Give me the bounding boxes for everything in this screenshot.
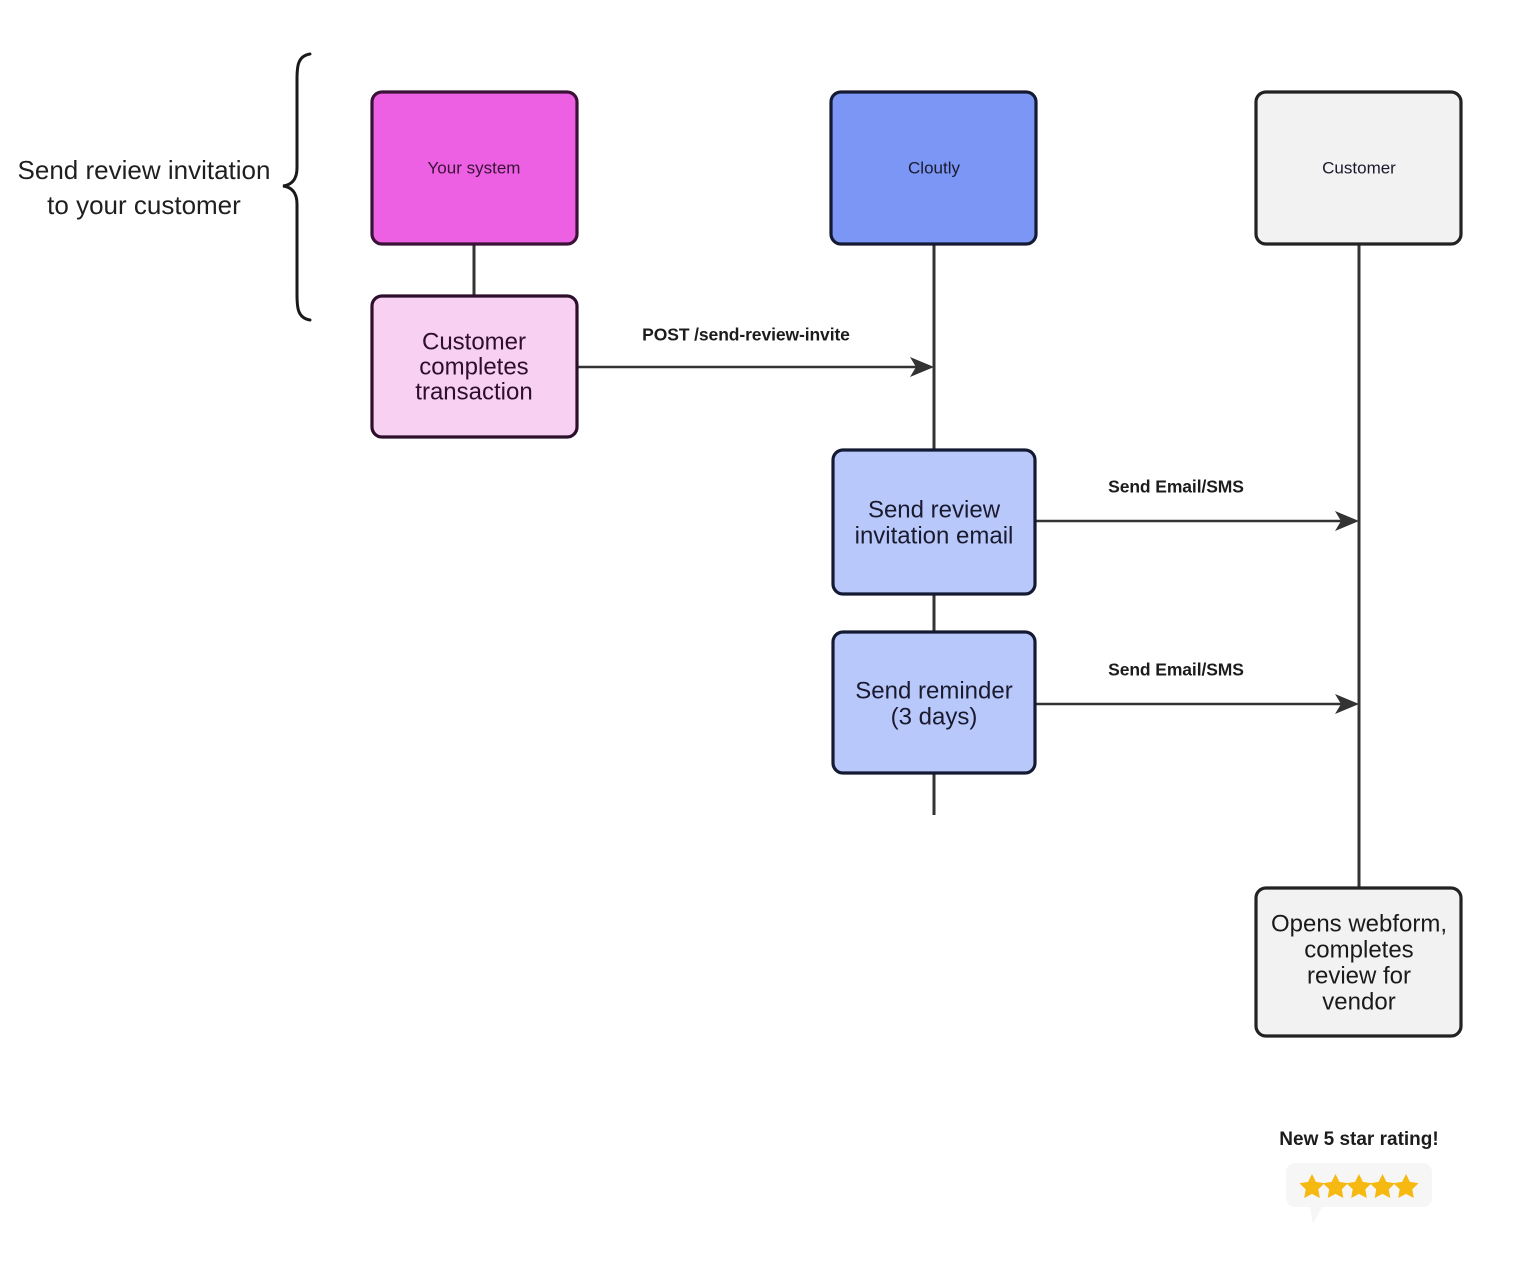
annotation-line-1: Send review invitation: [18, 155, 271, 185]
node-label-customer-completes-transaction: Customer: [422, 328, 526, 355]
node-box[interactable]: [370, 294, 579, 439]
curly-brace-icon: [282, 52, 312, 322]
node-box[interactable]: [831, 448, 1037, 596]
messages-layer: POST /send-review-invite Send Email/SMS …: [578, 325, 1359, 714]
node-label-opens-webform-line3: review for: [1307, 962, 1411, 989]
annotation-group: Send review invitation to your customer: [18, 52, 312, 322]
lifelines-layer: [472, 244, 1361, 889]
node-cloutly-header[interactable]: Cloutly: [829, 90, 1038, 246]
message-label-send-email-sms-1: Send Email/SMS: [1108, 477, 1244, 497]
node-send-reminder[interactable]: Send reminder (3 days): [831, 630, 1037, 775]
node-customer-completes-transaction[interactable]: Customer completes transaction: [370, 294, 579, 439]
node-box[interactable]: [831, 630, 1037, 775]
node-send-review-invitation-email[interactable]: Send review invitation email: [831, 448, 1037, 596]
node-label-opens-webform-line4: vendor: [1322, 988, 1395, 1015]
node-box[interactable]: [829, 90, 1038, 246]
node-box[interactable]: [1254, 886, 1463, 1038]
arrowhead-icon: [1335, 694, 1359, 714]
arrowhead-icon: [1335, 511, 1359, 531]
node-label-send-reminder: Send reminder: [855, 677, 1012, 704]
node-box[interactable]: [370, 90, 579, 246]
message-post-send-review-invite: POST /send-review-invite: [578, 325, 934, 377]
node-your-system-header[interactable]: Your system: [370, 90, 579, 246]
star-icon: [1393, 1174, 1419, 1198]
star-icon: [1299, 1174, 1325, 1198]
node-box[interactable]: [1254, 90, 1463, 246]
star-rating-group: [1299, 1174, 1419, 1198]
message-label-send-email-sms-2: Send Email/SMS: [1108, 660, 1244, 680]
message-send-email-sms-2: Send Email/SMS: [1035, 660, 1359, 714]
node-label-your-system: Your system: [428, 158, 521, 177]
star-icon: [1369, 1174, 1396, 1198]
node-label-customer-completes-transaction-line3: transaction: [415, 378, 532, 405]
node-label-send-review-invitation-email-line2: invitation email: [855, 522, 1014, 549]
node-label-opens-webform-line2: completes: [1304, 936, 1413, 963]
message-send-email-sms-1: Send Email/SMS: [1035, 477, 1359, 531]
node-label-customer-completes-transaction-line2: completes: [419, 353, 528, 380]
arrowhead-icon: [910, 357, 934, 377]
node-customer-header[interactable]: Customer: [1254, 90, 1463, 246]
node-label-customer: Customer: [1322, 158, 1396, 177]
star-icon: [1322, 1174, 1349, 1198]
annotation-line-2: to your customer: [47, 190, 241, 220]
rating-callout-title: New 5 star rating!: [1279, 1129, 1438, 1150]
node-label-opens-webform: Opens webform,: [1271, 910, 1447, 937]
node-label-cloutly: Cloutly: [908, 158, 960, 177]
message-label-post-send-review-invite: POST /send-review-invite: [642, 325, 850, 345]
node-label-send-review-invitation-email: Send review: [868, 496, 1001, 523]
star-icon: [1346, 1174, 1372, 1198]
node-label-send-reminder-line2: (3 days): [891, 703, 978, 730]
node-opens-webform[interactable]: Opens webform, completes review for vend…: [1254, 886, 1463, 1038]
rating-callout: New 5 star rating!: [1279, 1129, 1439, 1224]
